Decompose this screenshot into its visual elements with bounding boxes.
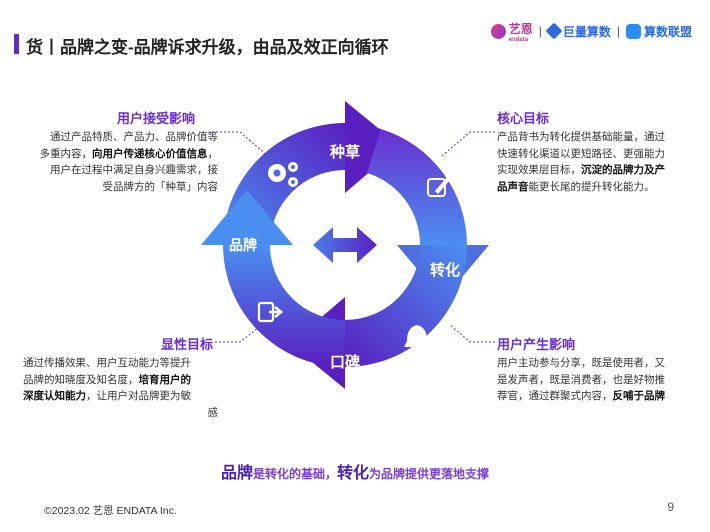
logo-suanshu-name: 算数联盟 (643, 24, 692, 39)
exit-icon (257, 301, 284, 323)
text-line: 实现效果层目标，沉淀的品牌力及产 (497, 162, 697, 179)
right-top-heading: 核心目标 (497, 111, 550, 126)
text-line: 多重内容，向用户传递核心价值信息， (23, 146, 219, 163)
arrow-head-left (201, 190, 293, 245)
left-bottom-paragraph: 通过传播效果、用户互动能力等提升 品牌的知晓度及知名度，培育用户的 深度认知能力… (23, 355, 218, 421)
text-line: 通过传播效果、用户互动能力等提升 (23, 357, 191, 369)
cycle-label-right: 转化 (430, 261, 460, 279)
logo-separator: | (616, 24, 620, 38)
text-line: 用户在过程中满足自身兴趣需求，接 (50, 164, 218, 176)
text-line: 受品牌方的「种草」内容 (102, 180, 219, 193)
text-line: 用户主动参与分享，既是使用者，又 (497, 357, 665, 369)
text-line: 荐官，通过群聚式内容，反哺于品牌 (497, 388, 692, 405)
center-double-arrow (313, 227, 377, 263)
text-span: 实现效果层目标， (497, 164, 581, 176)
left-top-paragraph: 通过产品特质、产品力、品牌价值等 多重内容，向用户传递核心价值信息， 用户在过程… (23, 129, 219, 195)
text-span: ，让用户对品牌更为敏 (86, 390, 191, 402)
ring-left (201, 190, 345, 367)
summary-part-1: 品牌 (220, 465, 253, 482)
cycle-label-top: 种草 (329, 143, 360, 161)
highlight-text: 沉淀的品牌力及产 (581, 164, 665, 176)
highlight-text: 反哺于品牌 (612, 390, 666, 402)
left-top-heading: 用户接受影响 (117, 111, 196, 126)
right-top-paragraph: 产品背书为转化提供基础能量，通过 快速转化渠道以更短路径、更强能力 实现效果层目… (497, 129, 697, 195)
text-line: 感 (207, 406, 219, 419)
logo-juliang-name: 巨量算数 (562, 24, 611, 39)
right-bottom-heading: 用户产生影响 (497, 337, 576, 352)
highlight-text: 深度认知能力 (23, 390, 86, 402)
copyright: ©2023.02 艺恩 ENDATA Inc. (44, 505, 177, 517)
logo-separator: | (538, 24, 542, 38)
text-line: 通过产品特质、产品力、品牌价值等 (50, 131, 218, 143)
highlight-text: 向用户传递核心价值信息 (92, 147, 208, 160)
text-line: 是发声者，既是消费者，也是好物推 (497, 373, 665, 386)
partner-logos: 艺恩 endata | 巨量算数 | 算数联盟 (490, 20, 692, 43)
highlight-text: 品声音 (497, 180, 529, 193)
gears-icon (268, 162, 298, 187)
text-line: 品牌的知晓度及知名度，培育用户的 (23, 372, 218, 389)
title-accent-bar (14, 34, 19, 54)
suanshu-logo-icon (625, 23, 641, 39)
text-line: 深度认知能力，让用户对品牌更为敏 (23, 388, 218, 405)
summary-part-3: 转化 (337, 465, 370, 482)
summary-part-4: 为品牌提供更落地支撑 (369, 467, 490, 481)
page-title: 货丨品牌之变-品牌诉求升级，由品及效正向循环 (26, 38, 389, 57)
right-bottom-paragraph: 用户主动参与分享，既是使用者，又 是发声者，既是消费者，也是好物推 荐官，通过群… (497, 355, 692, 405)
cycle-label-left: 品牌 (229, 237, 257, 253)
text-span: 能更长尾的提升转化能力。 (528, 180, 655, 193)
logo-yien-name: 艺恩 (508, 21, 533, 36)
text-span: 多重内容， (39, 147, 93, 160)
text-span: 品牌的知晓度及知名度， (23, 373, 139, 386)
logo-yien-sub: endata (508, 36, 529, 43)
page-number: 9 (667, 500, 674, 514)
text-span: 荐官，通过群聚式内容， (497, 390, 613, 402)
logo-yien: 艺恩 endata (490, 20, 533, 43)
cycle-label-bottom: 口碑 (330, 353, 360, 371)
cycle-diagram: 种草 转化 口碑 品牌 (201, 101, 489, 389)
yien-logo-icon (490, 23, 506, 39)
juliang-logo-icon (545, 22, 563, 40)
edit-icon (427, 177, 450, 197)
summary-part-2: 是转化的基础， (252, 467, 337, 481)
logo-suanshu: 算数联盟 (625, 23, 692, 40)
text-line: 快速转化渠道以更短路径、更强能力 (497, 147, 665, 160)
bell-icon (404, 325, 430, 353)
text-line: 品声音能更长尾的提升转化能力。 (497, 179, 697, 196)
text-line: 产品背书为转化提供基础能量，通过 (497, 131, 665, 143)
summary-statement: 品牌是转化的基础，转化为品牌提供更落地支撑 (0, 459, 710, 483)
logo-juliang: 巨量算数 (545, 22, 611, 40)
highlight-text: 培育用户的 (138, 373, 192, 386)
left-bottom-heading: 显性目标 (161, 337, 214, 352)
